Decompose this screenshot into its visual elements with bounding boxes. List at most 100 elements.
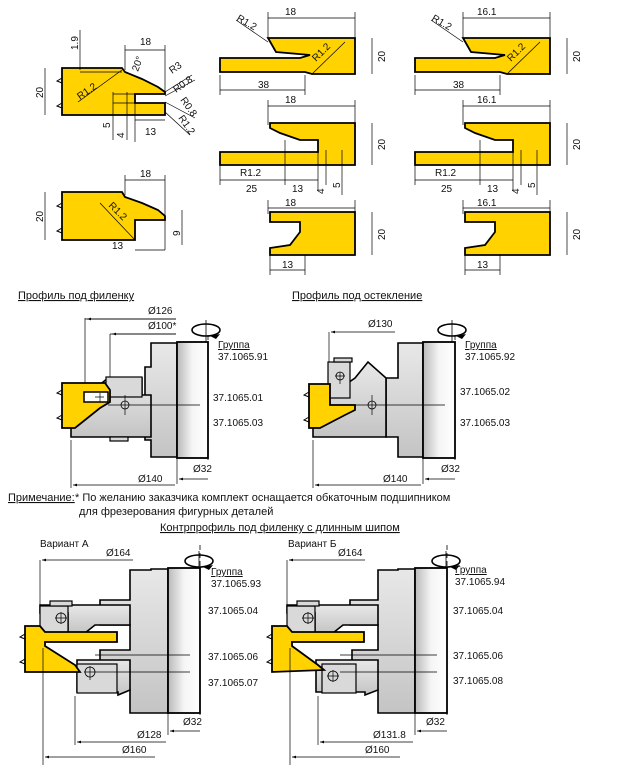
workpiece [271, 625, 365, 673]
dim-5: 5 [527, 182, 538, 188]
dim-5: 5 [332, 182, 343, 188]
knife-shim [109, 436, 129, 442]
profile-rebate: 18 20 R1.2 13 9 [35, 169, 183, 252]
workpiece-profile-row1 [219, 37, 356, 75]
profiles-column-18: R1.2 18 R1.2 20 38 18 20 R1.2 25 13 4 5 … [219, 7, 388, 275]
cutter-flange [385, 342, 424, 458]
workpiece-profile-row2 [219, 122, 356, 166]
dim-height: 20 [377, 138, 388, 150]
part-code-1: 37.1065.04 [453, 606, 503, 617]
knife-cap [296, 600, 320, 607]
dim-height: 20 [572, 138, 583, 150]
group-label: Группа [211, 567, 243, 578]
dim-d160: Ø160 [122, 745, 147, 756]
dim-4: 4 [511, 188, 522, 194]
knife-lower [76, 663, 118, 694]
group-label: Группа [218, 340, 250, 351]
workpiece-profile-row3 [464, 211, 551, 256]
knife-lower [321, 663, 357, 694]
dim-d32: Ø32 [426, 717, 445, 728]
profile-tongue-groove: 1.9 18 20° R3 R0.8 R0.8 R1.2 20 R1.2 5 4… [35, 30, 199, 142]
variant-label: Вариант Б [288, 539, 337, 550]
dim-13: 13 [477, 260, 489, 271]
section-title: Профиль под остекление [292, 290, 422, 302]
dim-18: 18 [140, 37, 152, 48]
note: Примечание: * По желанию заказчика компл… [8, 492, 450, 518]
group-label: Группа [465, 340, 497, 351]
dim-width: 18 [285, 198, 297, 209]
knife-upper [286, 605, 316, 635]
dim-20: 20 [35, 86, 46, 98]
dim-width: 16.1 [477, 198, 497, 209]
dim-1-9: 1.9 [70, 36, 81, 50]
dim-25: 25 [441, 184, 453, 195]
dim-d32: Ø32 [193, 464, 212, 475]
workpiece [308, 383, 356, 429]
assembly-panel-profile: Профиль под филенку Ø126 Ø100* Группа 37… [18, 290, 268, 488]
rotation-direction-icon [191, 319, 221, 343]
dim-width: 16.1 [477, 95, 497, 106]
dim-d32: Ø32 [441, 464, 460, 475]
note-label: Примечание: [8, 492, 75, 504]
knife-cap [49, 600, 73, 607]
section-title: Профиль под филенку [18, 290, 135, 302]
dim-r12: R1.2 [435, 168, 457, 179]
group-label: Группа [455, 565, 487, 576]
dim-13: 13 [292, 184, 304, 195]
dim-d130: Ø130 [368, 319, 393, 330]
spindle [422, 341, 456, 459]
dim-length: 38 [258, 80, 270, 91]
dim-25: 25 [246, 184, 258, 195]
dim-9: 9 [172, 230, 183, 236]
dim-height: 20 [377, 50, 388, 62]
part-code-2: 37.1065.06 [208, 652, 258, 663]
dim-5: 5 [102, 122, 113, 128]
dim-4: 4 [116, 132, 127, 138]
dim-angle: 20° [130, 55, 146, 73]
dim-d32: Ø32 [183, 717, 202, 728]
knife [105, 376, 143, 398]
spindle [167, 567, 201, 714]
spindle [176, 341, 209, 459]
dim-height: 20 [572, 50, 583, 62]
spindle [414, 567, 448, 714]
dim-20: 20 [35, 210, 46, 222]
group-code: 37.1065.93 [211, 579, 261, 590]
part-code-2: 37.1065.03 [213, 418, 263, 429]
profiles-column-16-1: R1.2 16.1 R1.2 20 38 16.1 20 R1.2 25 13 … [414, 7, 583, 275]
workpiece-profile-row1 [414, 37, 551, 75]
dim-d126: Ø126 [148, 306, 173, 317]
part-code-2: 37.1065.03 [460, 418, 510, 429]
part-code-1: 37.1065.04 [208, 606, 258, 617]
group-code: 37.1065.91 [218, 352, 268, 363]
dim-d164: Ø164 [106, 548, 131, 559]
assembly-glazing-profile: Профиль под остекление Ø130 Группа 37.10… [292, 290, 515, 488]
dim-width: 18 [285, 95, 297, 106]
dim-d160: Ø160 [365, 745, 390, 756]
dim-width: 16.1 [477, 7, 497, 18]
note-line-2: для фрезерования фигурных деталей [79, 506, 273, 518]
dim-d100: Ø100* [148, 321, 176, 332]
part-code-3: 37.1065.08 [453, 676, 503, 687]
dim-d140: Ø140 [383, 474, 408, 485]
dim-r08-upper: R0.8 [171, 74, 195, 95]
assembly-variant-a: Вариант А Ø164 Группа 37.1065.93 37.1065… [19, 539, 261, 765]
part-code-1: 37.1065.02 [460, 387, 510, 398]
dim-height: 20 [572, 228, 583, 240]
variant-label: Вариант А [40, 539, 89, 550]
dim-r12: R1.2 [240, 168, 262, 179]
workpiece-profile-row2 [414, 122, 551, 166]
assembly-variant-b: Вариант Б Ø164 Группа 37.1065.94 37.1065… [266, 539, 505, 765]
dim-13: 13 [112, 241, 124, 252]
dim-r12: R1.2 [235, 13, 259, 33]
dim-13: 13 [282, 260, 294, 271]
workpiece-profile-row3 [269, 211, 356, 256]
part-code-3: 37.1065.07 [208, 678, 258, 689]
dim-length: 38 [453, 80, 465, 91]
dim-r3: R3 [167, 60, 184, 77]
knife-cap [333, 357, 353, 363]
dim-13: 13 [145, 127, 157, 138]
dim-d140: Ø140 [138, 474, 163, 485]
dim-r12: R1.2 [430, 13, 454, 33]
